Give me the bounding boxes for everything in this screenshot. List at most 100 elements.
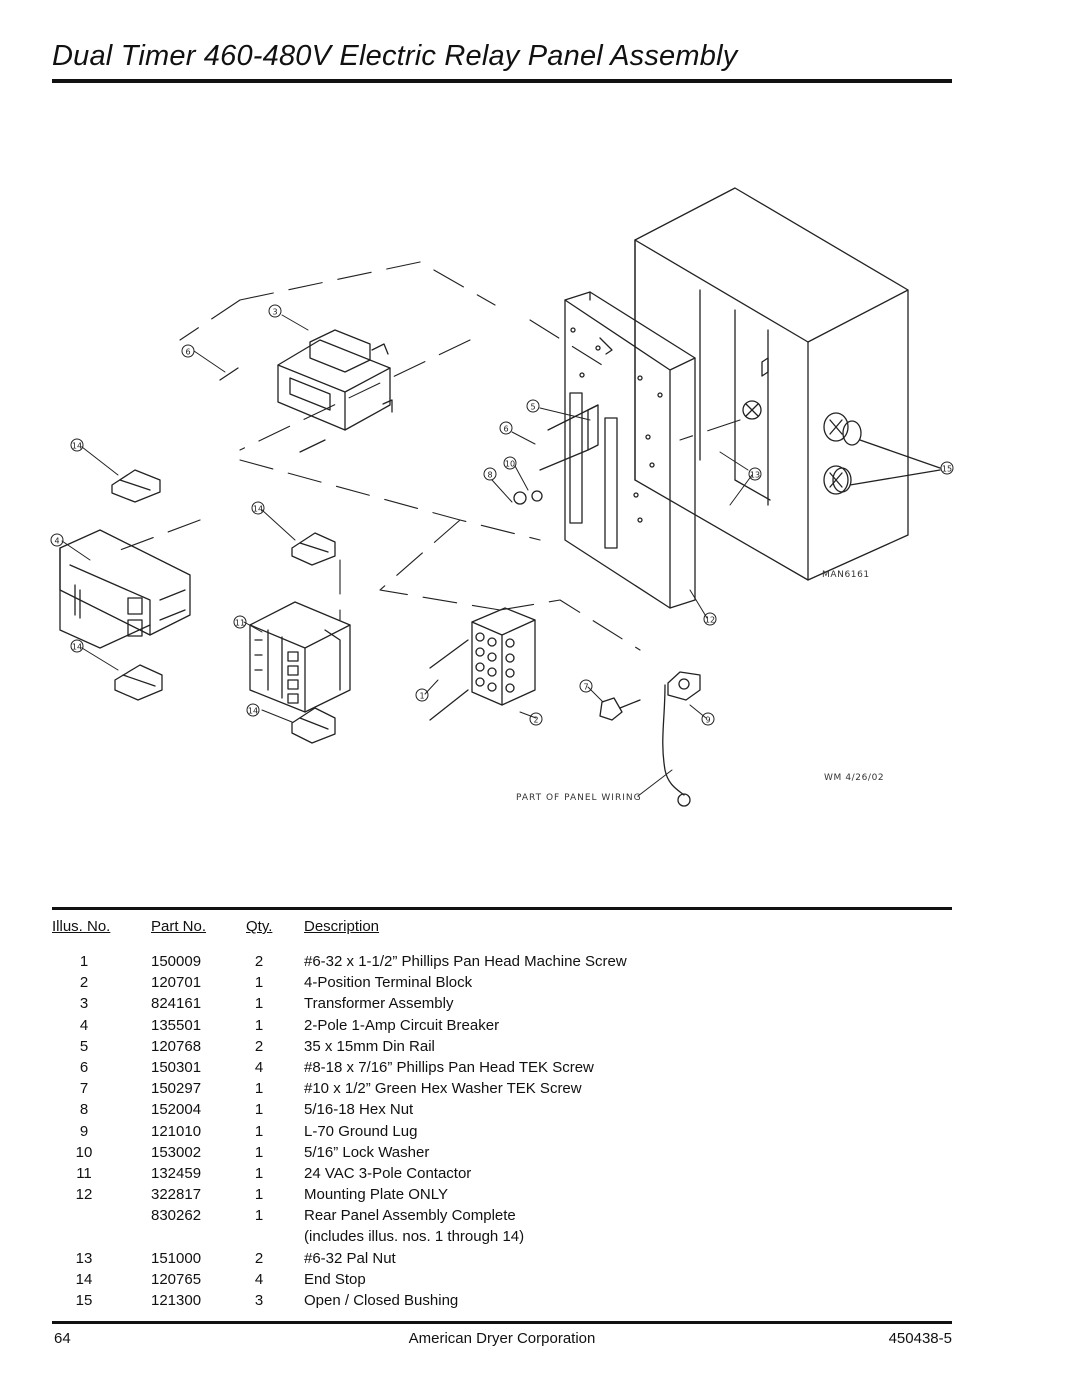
callout-label: 15 xyxy=(942,465,952,474)
parts-table-header: Illus. No. Part No. Qty. Description xyxy=(52,918,952,939)
footer-rule xyxy=(52,1321,952,1324)
callout-label: 14 xyxy=(248,707,258,716)
cell-illus-no: 10 xyxy=(75,1143,93,1161)
cell-qty: 1 xyxy=(254,974,264,992)
callout-label: 3 xyxy=(272,308,277,317)
cell-part-no: 150301 xyxy=(151,1058,202,1076)
callout-label: 12 xyxy=(705,616,715,625)
cell-qty: 2 xyxy=(254,1249,264,1267)
callout-label: 6 xyxy=(503,425,508,434)
table-row: 7 150297 1 #10 x 1/2” Green Hex Washer TEK … xyxy=(52,1080,952,1101)
cell-illus-no: 4 xyxy=(79,1016,89,1034)
transformer xyxy=(219,329,393,453)
cell-qty: 3 xyxy=(254,1292,264,1309)
cell-part-no: 153002 xyxy=(151,1143,202,1161)
callout-label: 5 xyxy=(530,403,535,412)
cell-illus-no: 12 xyxy=(75,1186,93,1204)
cell-qty: 1 xyxy=(254,1016,264,1034)
cell-illus-no: 15 xyxy=(75,1292,93,1309)
cell-part-no: 152004 xyxy=(151,1101,202,1119)
header-qty: Qty. xyxy=(246,918,273,935)
parts-table-body: 1 150009 2 #6-32 x 1-1/2” Phillips Pan Head… xyxy=(52,953,952,1313)
leader-lines xyxy=(61,314,753,797)
cell-part-no: 824161 xyxy=(151,995,202,1013)
page-footer: 64 American Dryer Corporation 450438-5 xyxy=(52,1330,952,1352)
cell-part-no: 120765 xyxy=(151,1270,202,1288)
cell-description: #6-32 Pal Nut xyxy=(304,1249,396,1267)
end-stops xyxy=(111,469,336,744)
cell-part-no: 121010 xyxy=(151,1122,202,1140)
cell-qty: 1 xyxy=(254,1143,264,1161)
ground-wire xyxy=(513,490,701,807)
cell-description: 5/16” Lock Washer xyxy=(304,1143,430,1161)
cell-part-no: 132459 xyxy=(151,1164,202,1182)
document-number: 450438-5 xyxy=(888,1330,952,1347)
cell-qty: 1 xyxy=(254,1207,264,1225)
cell-part-no: 120701 xyxy=(151,974,202,992)
callout-label: 14 xyxy=(72,442,82,451)
cell-part-no: 135501 xyxy=(151,1016,202,1034)
cell-qty: 4 xyxy=(254,1058,264,1076)
cell-illus-no: 1 xyxy=(79,953,89,970)
cell-part-no: 150009 xyxy=(151,953,202,970)
dashed-outline xyxy=(119,261,741,651)
cell-description: L-70 Ground Lug xyxy=(304,1122,418,1140)
callout-label: 14 xyxy=(253,505,263,514)
callout-label: 4 xyxy=(54,537,59,546)
callout-label: 2 xyxy=(533,716,538,725)
callout-label: 11 xyxy=(235,619,245,628)
cell-part-no: 322817 xyxy=(151,1186,202,1204)
cell-part-no: 150297 xyxy=(151,1080,202,1098)
table-top-rule xyxy=(52,907,952,910)
cell-qty: 1 xyxy=(254,1080,264,1098)
callout-label: 8 xyxy=(487,471,492,480)
cell-description: Rear Panel Assembly Complete xyxy=(304,1207,516,1225)
cell-description: #10 x 1/2” Green Hex Washer TEK Screw xyxy=(304,1080,582,1098)
cell-illus-no: 13 xyxy=(75,1249,93,1267)
terminal-block xyxy=(429,607,536,721)
cell-description: #8-18 x 7/16” Phillips Pan Head TEK Scre… xyxy=(304,1058,594,1076)
cell-qty: 1 xyxy=(254,1186,264,1204)
company-name: American Dryer Corporation xyxy=(408,1330,596,1347)
cell-part-no: 830262 xyxy=(151,1207,202,1225)
cell-description: #6-32 x 1-1/2” Phillips Pan Head Machine… xyxy=(304,953,627,970)
callout-label: 7 xyxy=(583,683,588,692)
drawing-author-date: WM 4/26/02 xyxy=(824,773,884,783)
cell-description: 5/16-18 Hex Nut xyxy=(304,1101,414,1119)
exploded-assembly-diagram: 3 6 5 6 14 10 8 13 15 4 14 11 12 14 1 7 … xyxy=(50,187,954,807)
cell-illus-no: 8 xyxy=(79,1101,89,1119)
callout-label: 1 xyxy=(419,692,424,701)
cell-illus-no: 9 xyxy=(79,1122,89,1140)
cell-qty: 4 xyxy=(254,1270,264,1288)
header-description: Description xyxy=(304,918,380,935)
cell-description: 24 VAC 3-Pole Contactor xyxy=(304,1164,472,1182)
callout-label: 9 xyxy=(705,716,710,725)
cell-illus-no: 3 xyxy=(79,995,89,1013)
cell-illus-no: 6 xyxy=(79,1058,89,1076)
cell-description: End Stop xyxy=(304,1270,366,1288)
cell-illus-no: 5 xyxy=(79,1037,89,1055)
header-part-no: Part No. xyxy=(151,918,207,935)
callout-label: 13 xyxy=(750,471,760,480)
cell-part-no: 121300 xyxy=(151,1292,202,1309)
cell-qty: 2 xyxy=(254,1037,264,1055)
cell-qty: 1 xyxy=(254,1164,264,1182)
cell-description: 4-Position Terminal Block xyxy=(304,974,473,992)
header-illus-no: Illus. No. xyxy=(52,918,111,935)
contactor xyxy=(249,601,351,713)
cell-illus-no: 7 xyxy=(79,1080,89,1098)
table-row: 6 150301 4 #8-18 x 7/16” Phillips Pan Head … xyxy=(52,1059,952,1080)
cell-qty: 1 xyxy=(254,1122,264,1140)
enclosure-box xyxy=(634,187,941,581)
mounting-plate xyxy=(539,291,696,609)
